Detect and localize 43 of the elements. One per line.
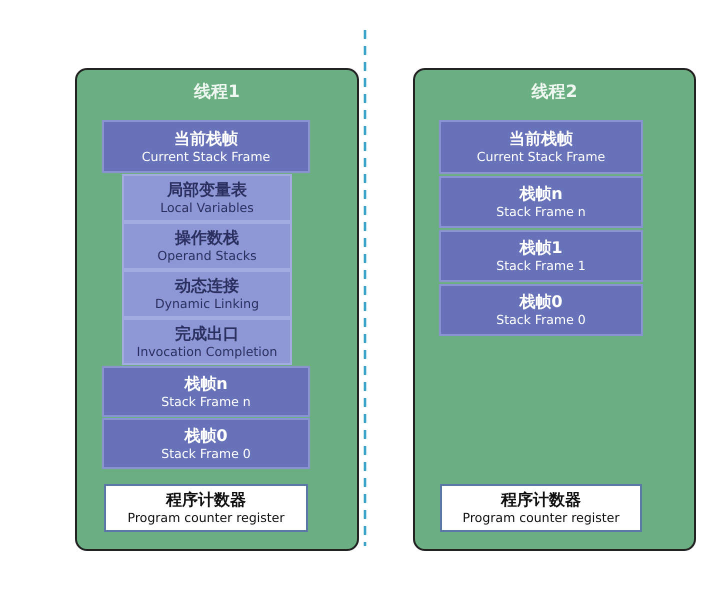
box-subtitle: Operand Stacks xyxy=(157,248,257,264)
box-title: 动态连接 xyxy=(175,276,239,296)
stack-frame-box xyxy=(439,120,643,174)
thread-panel xyxy=(413,68,696,551)
box-title: 完成出口 xyxy=(175,324,239,344)
box-subtitle: Program counter register xyxy=(462,510,620,526)
box-subtitle: Program counter register xyxy=(128,510,284,526)
box-title: 当前栈帧 xyxy=(174,128,238,148)
box-subtitle: Stack Frame n xyxy=(496,204,586,220)
box-title: 栈帧0 xyxy=(519,292,563,312)
box-title: 局部变量表 xyxy=(167,180,247,200)
box-title: 程序计数器 xyxy=(166,490,246,510)
thread-title: 线程1 xyxy=(194,81,240,103)
thread-panel xyxy=(75,68,359,551)
box-title: 操作数栈 xyxy=(175,228,239,248)
box-title: 程序计数器 xyxy=(501,490,581,510)
box-title: 当前栈帧 xyxy=(509,129,573,149)
box-title: 栈帧1 xyxy=(519,238,563,258)
stack-frame-box xyxy=(102,366,310,417)
box-subtitle: Dynamic Linking xyxy=(154,296,260,312)
register-box xyxy=(104,484,308,532)
box-title: 栈帧0 xyxy=(184,426,228,446)
frame-section-box xyxy=(122,318,292,365)
stack-frame-box xyxy=(102,418,310,469)
stack-frame-box xyxy=(439,284,643,336)
box-subtitle: Local Variables xyxy=(160,200,254,216)
thread-title: 线程2 xyxy=(532,81,578,103)
box-subtitle: Current Stack Frame xyxy=(476,149,606,165)
stack-frame-box xyxy=(102,120,310,173)
stack-frame-box xyxy=(439,230,643,282)
frame-section-box xyxy=(122,174,292,222)
box-subtitle: Stack Frame n xyxy=(161,394,251,410)
box-subtitle: Stack Frame 1 xyxy=(496,258,586,274)
stack-frame-box xyxy=(439,176,643,228)
box-title: 栈帧n xyxy=(184,374,228,394)
box-title: 栈帧n xyxy=(519,184,563,204)
frame-section-box xyxy=(122,270,292,318)
box-subtitle: Stack Frame 0 xyxy=(496,312,586,328)
box-subtitle: Invocation Completion xyxy=(136,344,278,360)
register-box xyxy=(440,484,642,532)
box-subtitle: Current Stack Frame xyxy=(142,148,270,164)
frame-section-box xyxy=(122,222,292,270)
box-subtitle: Stack Frame 0 xyxy=(161,446,251,462)
